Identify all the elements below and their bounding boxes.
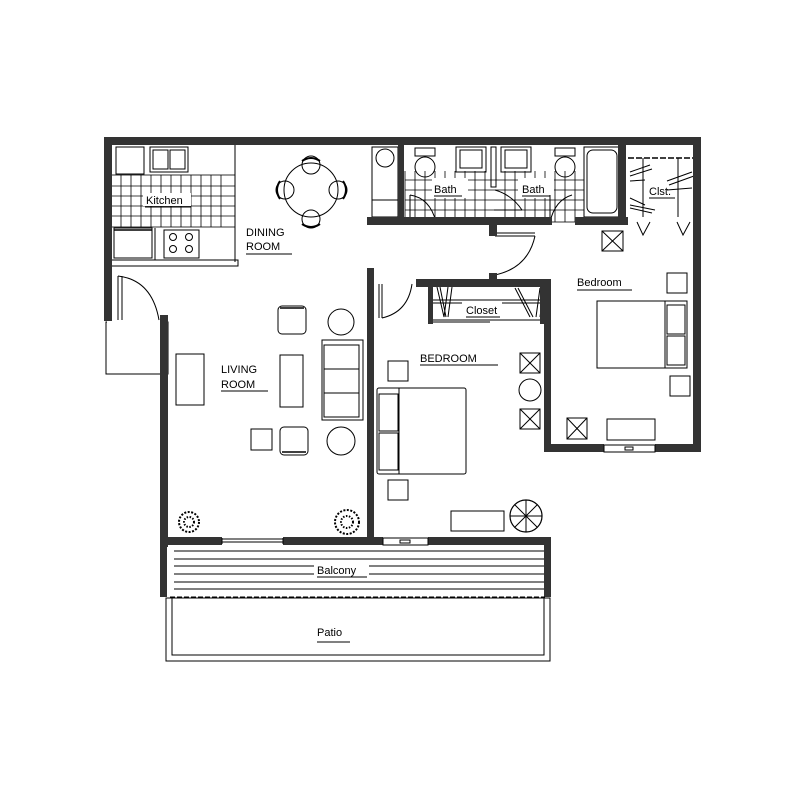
coffee-table	[279, 354, 304, 408]
nightstand	[387, 479, 409, 501]
dining-table	[275, 155, 348, 229]
balcony-label: Balcony	[317, 565, 357, 577]
dining-room-label: DINING	[246, 227, 285, 239]
desk	[450, 510, 505, 532]
armchair	[277, 305, 307, 335]
tv-console	[175, 353, 205, 406]
dining-room-label-2: ROOM	[246, 241, 280, 253]
dresser-lamp	[566, 417, 588, 440]
refrigerator	[115, 146, 145, 175]
desk	[606, 418, 656, 441]
living-room-label-2: ROOM	[221, 379, 255, 391]
vanity-sink	[455, 146, 487, 173]
bath-label-1: Bath	[434, 184, 457, 196]
bath-label-2: Bath	[522, 184, 545, 196]
vanity-sink	[500, 146, 532, 173]
stove	[163, 229, 200, 259]
closet-small-label: Clst.	[649, 186, 671, 198]
end-table	[326, 426, 356, 456]
toilet	[554, 156, 576, 178]
kitchen-sink	[149, 146, 189, 173]
kitchen-counter	[109, 259, 239, 267]
window	[603, 444, 656, 453]
patio-outer	[165, 597, 551, 662]
toilet	[414, 156, 436, 178]
plant-icon	[509, 499, 543, 533]
kitchen-label: Kitchen	[146, 195, 183, 207]
bed	[376, 387, 467, 475]
small-closet	[628, 157, 695, 237]
bed	[596, 300, 688, 369]
dresser-lamp	[518, 352, 542, 430]
plant-icon	[178, 511, 200, 533]
end-table	[327, 308, 355, 336]
sliding-door	[221, 538, 284, 544]
balcony-deck	[170, 550, 545, 598]
patio-inner	[171, 597, 545, 656]
dresser-lamp	[601, 230, 624, 252]
entry-stoop	[105, 321, 169, 375]
plant-icon	[334, 509, 360, 535]
nightstand	[387, 360, 409, 382]
window	[382, 537, 429, 546]
armchair	[279, 426, 309, 456]
master-bedroom-label: Bedroom	[577, 277, 622, 289]
entry-door[interactable]	[117, 275, 160, 321]
dishwasher	[113, 227, 153, 259]
walls	[104, 137, 701, 597]
living-room-label: LIVING	[221, 364, 257, 376]
patio-label: Patio	[317, 627, 342, 639]
sofa	[321, 339, 364, 421]
side-table	[250, 428, 273, 451]
closet-label: Closet	[466, 305, 497, 317]
nightstand	[669, 375, 691, 397]
bedroom-label: BEDROOM	[420, 353, 477, 365]
nightstand	[666, 272, 688, 294]
